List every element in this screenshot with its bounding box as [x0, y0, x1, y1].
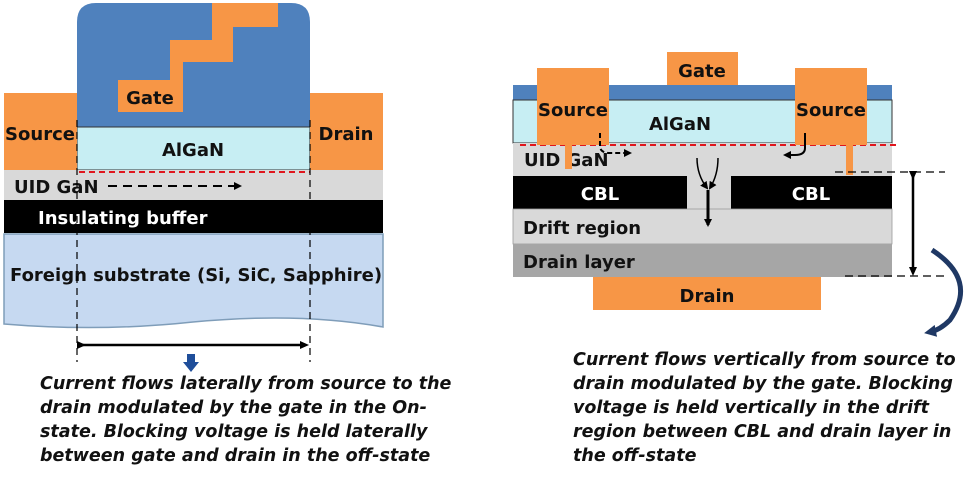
- lateral-gate-label: Gate: [126, 88, 174, 109]
- vertical-caption-line: Current flows vertically from source to: [573, 350, 956, 370]
- vertical-caption-line: voltage is held vertically in the drift: [573, 398, 929, 418]
- vertical-spread-right-arrow: [708, 157, 719, 190]
- lateral-uid-gan-label: UID GaN: [14, 177, 99, 198]
- vertical-uid-gan-layer: [513, 143, 892, 176]
- lateral-uid-gan-layer: [4, 170, 383, 200]
- lateral-device: Gate AlGaN Source Drain UID GaN Insulati…: [3, 3, 384, 372]
- vertical-cbl-right: [731, 176, 892, 209]
- lateral-gate-metal-top: [212, 3, 278, 27]
- vertical-caption-line: drain modulated by the gate. Blocking: [573, 374, 953, 394]
- vertical-spread-left-arrow: [696, 157, 709, 190]
- lateral-caption-line: Current flows laterally from source to t…: [40, 374, 452, 394]
- vertical-gate-contact: [667, 52, 738, 85]
- vertical-caption-line: the off-state: [573, 446, 697, 466]
- lateral-gate-metal-mid: [170, 40, 233, 62]
- lateral-algan-label: AlGaN: [162, 140, 224, 161]
- lateral-caption-pointer: [183, 354, 199, 372]
- vertical-caption: Current flows vertically from source to …: [573, 348, 956, 468]
- lateral-source-contact: [4, 93, 77, 170]
- vertical-source-left-stub: [565, 145, 572, 169]
- vertical-drift-label: Drift region: [523, 218, 641, 239]
- lateral-drain-label: Drain: [319, 124, 374, 145]
- vertical-drain-layer-label: Drain layer: [523, 252, 635, 273]
- lateral-source-label: Source: [5, 124, 75, 145]
- vertical-source-right-label: Source: [796, 100, 866, 121]
- vertical-cbl-left: [513, 176, 687, 209]
- vertical-cbl-right-label: CBL: [792, 184, 830, 205]
- vertical-source-right-stub: [846, 145, 853, 175]
- lateral-substrate: [3, 233, 384, 329]
- lateral-caption-line: drain modulated by the gate in the On-: [40, 398, 427, 418]
- lateral-caption: Current flows laterally from source to t…: [40, 372, 451, 468]
- vertical-device: AlGaN UID GaN CBL CBL Drift region Drain…: [512, 52, 964, 337]
- lateral-buffer-label: Insulating buffer: [38, 208, 208, 229]
- vertical-source-right-contact: [795, 68, 867, 145]
- vertical-drift-region: [512, 208, 893, 245]
- lateral-gate-link: [170, 62, 183, 81]
- vertical-drain-label: Drain: [680, 286, 735, 307]
- lateral-gate-pad: [118, 80, 183, 112]
- lateral-gate-metal-link: [212, 27, 233, 41]
- vertical-drain-layer: [513, 244, 892, 277]
- lateral-caption-line: state. Blocking voltage is held laterall…: [40, 422, 428, 442]
- vertical-current-right-arrow: [783, 133, 806, 159]
- vertical-gate-label: Gate: [678, 61, 726, 82]
- lateral-drain-contact: [310, 93, 383, 170]
- vertical-caption-line: region between CBL and drain layer in: [573, 422, 952, 442]
- lateral-insulating-buffer: [4, 200, 383, 233]
- vertical-algan-label: AlGaN: [649, 114, 711, 135]
- vertical-current-left-arrow: [599, 133, 632, 157]
- vertical-source-left-contact: [537, 68, 609, 145]
- vertical-source-left-label: Source: [538, 100, 608, 121]
- vertical-drain-contact: [593, 277, 821, 310]
- vertical-caption-pointer: [924, 247, 964, 337]
- lateral-caption-line: between gate and drain in the off-state: [40, 446, 431, 466]
- vertical-cbl-left-label: CBL: [581, 184, 619, 205]
- lateral-substrate-label: Foreign substrate (Si, SiC, Sapphire): [10, 265, 382, 286]
